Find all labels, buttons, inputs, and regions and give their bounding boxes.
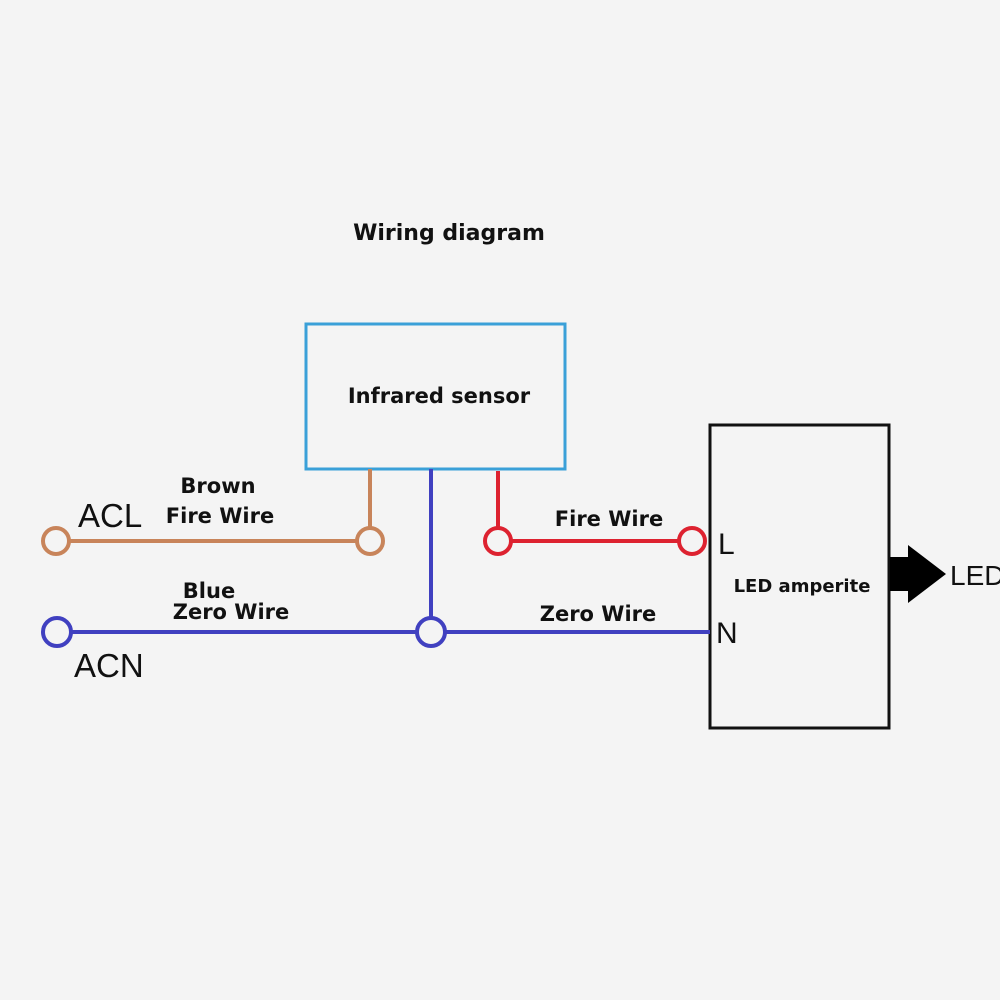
led-driver-box	[708, 423, 891, 730]
brown-fire-wire-label: Fire Wire	[166, 504, 274, 528]
acn-label: ACN	[74, 647, 144, 684]
output-arrow-icon	[890, 545, 946, 603]
acl-label: ACL	[78, 497, 142, 534]
acl-terminal	[41, 526, 71, 556]
terminal-l-label: L	[718, 528, 735, 561]
led-driver-label: LED amperite	[734, 576, 871, 597]
fire-wire-label: Fire Wire	[555, 507, 663, 531]
infrared-sensor-box	[304, 322, 567, 471]
led-output-label: LED	[950, 560, 1000, 591]
sensor-live-terminal	[355, 526, 385, 556]
brown-wire-label: Brown	[180, 474, 255, 498]
acn-terminal	[41, 616, 73, 648]
neutral-junction-terminal	[415, 616, 447, 648]
terminal-n-label: N	[716, 617, 738, 650]
blue-wire-label: Blue	[183, 579, 235, 603]
infrared-sensor-label: Infrared sensor	[348, 384, 531, 408]
sensor-output-terminal	[483, 526, 513, 556]
blue-zero-wire-label: Zero Wire	[173, 600, 290, 624]
zero-wire-label: Zero Wire	[540, 602, 657, 626]
driver-l-terminal	[677, 526, 707, 556]
diagram-title: Wiring diagram	[353, 221, 545, 246]
